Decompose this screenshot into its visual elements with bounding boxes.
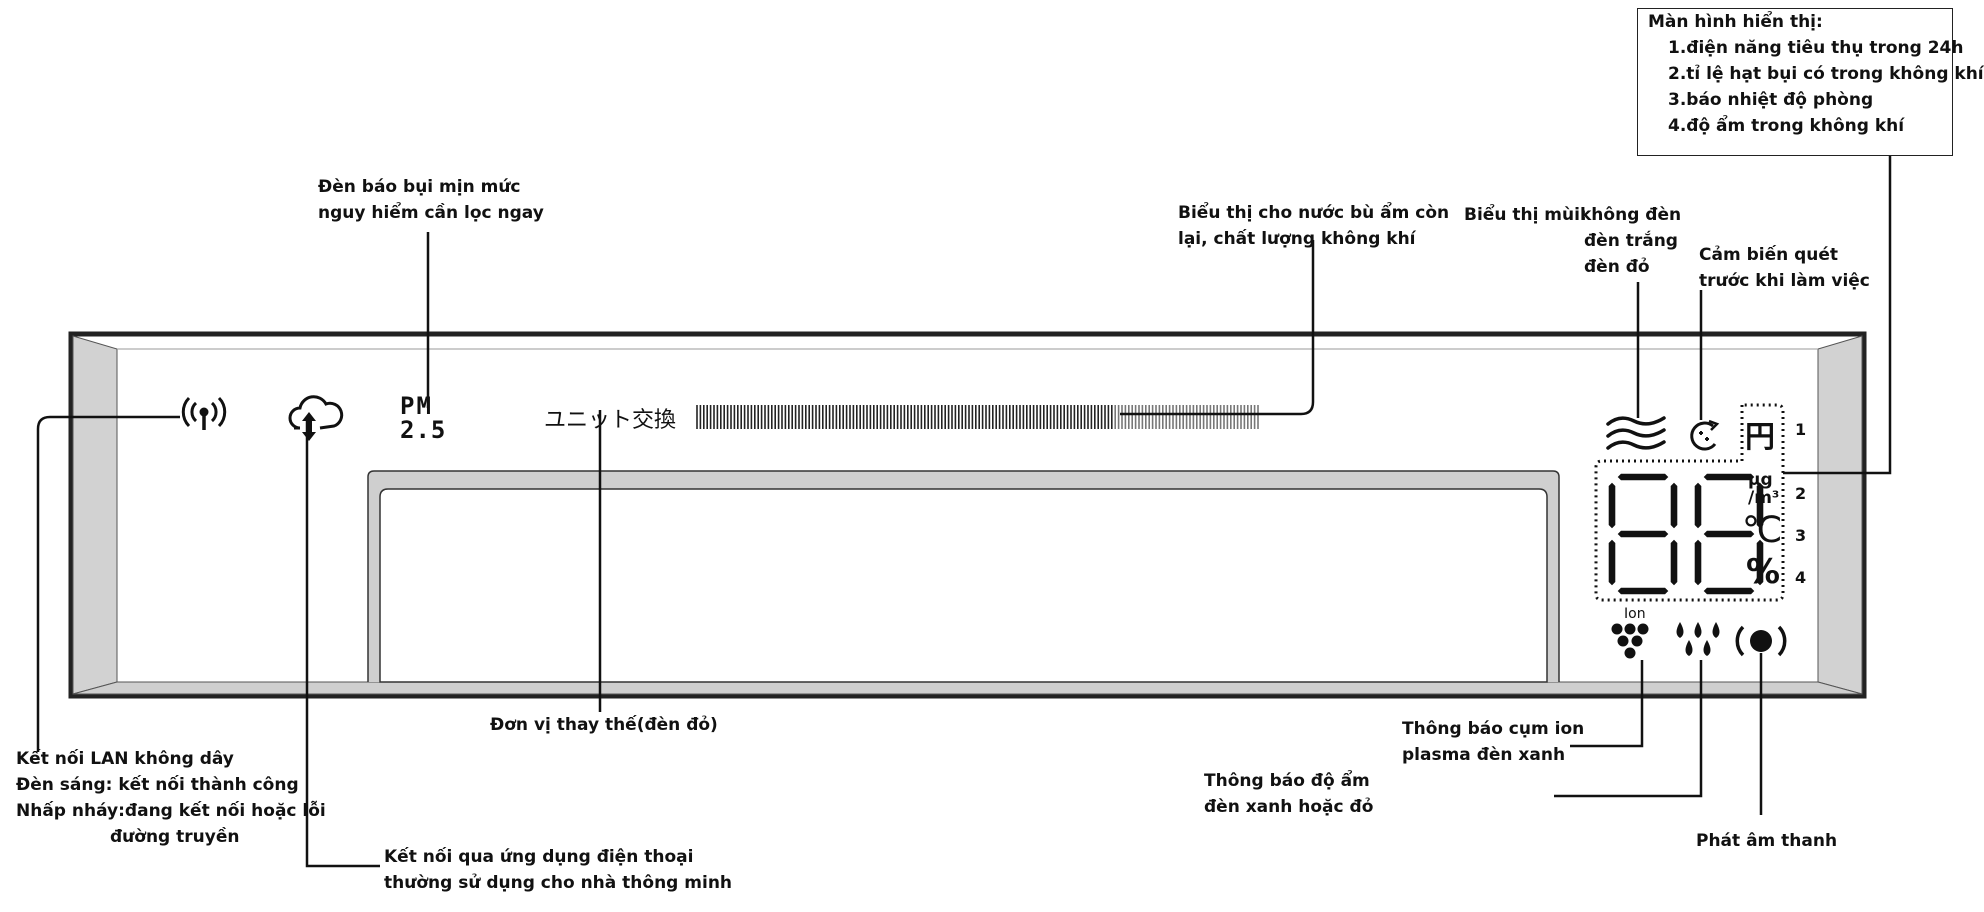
- digit-1-segment-g: [1616, 529, 1670, 539]
- callout-app-2: thường sử dụng cho nhà thông minh: [384, 873, 733, 893]
- digit-2-segment-e-highlight: [1692, 536, 1704, 589]
- callout-lan-2: Đèn sáng: kết nối thành công: [16, 775, 299, 795]
- callout-water-level-2: lại, chất lượng không khí: [1178, 229, 1416, 249]
- digit-1-segment-d: [1616, 586, 1670, 596]
- callout-app-1: Kết nối qua ứng dụng điện thoại: [384, 847, 694, 867]
- digit-1-segment-c-highlight: [1668, 536, 1680, 589]
- digit-1-segment-e: [1607, 538, 1617, 587]
- pm-bottom-label: 2.5: [400, 416, 447, 444]
- leader-display: [1783, 156, 1892, 475]
- callout-sensor-1: Cảm biến quét: [1699, 245, 1839, 265]
- ion-icon: [1611, 623, 1649, 659]
- callout-unit-replace: Đơn vị thay thế(đèn đỏ): [490, 715, 718, 735]
- digit-1-segment-b-highlight: [1668, 479, 1680, 532]
- unit-percent: %: [1746, 552, 1781, 592]
- digit-2-segment-f: [1693, 481, 1703, 530]
- digit-1-segment-c: [1669, 538, 1679, 587]
- yen-icon: 円: [1745, 420, 1775, 455]
- display-info-item-3: 3.báo nhiệt độ phòng: [1668, 90, 1874, 110]
- leader-level: [1120, 240, 1315, 416]
- leader-ion: [1570, 660, 1644, 748]
- row-number-2: 2: [1795, 484, 1807, 503]
- digit-2-segment-a: [1702, 472, 1756, 482]
- callout-ion-1: Thông báo cụm ion: [1402, 719, 1585, 739]
- unit-ug: μg: [1748, 470, 1773, 490]
- digit-1-segment-a: [1616, 472, 1670, 482]
- callout-odor-value-3: đèn đỏ: [1584, 257, 1650, 277]
- digit-1-segment-a-highlight: [1614, 471, 1672, 483]
- digit-2-segment-d: [1702, 586, 1756, 596]
- digit-2-segment-b-highlight: [1754, 479, 1766, 532]
- digit-1-segment-e-highlight: [1606, 536, 1618, 589]
- leader-lan: [36, 415, 180, 752]
- callout-lan-3: Nhấp nháy:đang kết nối hoặc lỗi: [16, 801, 326, 821]
- row-number-4: 4: [1795, 568, 1807, 587]
- unit-celsius: ℃: [1742, 510, 1783, 551]
- display-info-box: Màn hình hiển thị: 1.điện năng tiêu thụ …: [1637, 8, 1984, 156]
- callout-water-level-1: Biểu thị cho nước bù ẩm còn: [1178, 203, 1450, 223]
- digit-2-segment-c-highlight: [1754, 536, 1766, 589]
- leader-lines: [36, 156, 1892, 868]
- wifi-icon: [181, 396, 227, 430]
- callout-sensor-2: trước khi làm việc: [1699, 271, 1870, 291]
- digit-2-segment-g: [1702, 529, 1756, 539]
- callout-sound: Phát âm thanh: [1696, 831, 1838, 851]
- digit-1-segment-d-highlight: [1614, 585, 1672, 597]
- pm-top-label: PM: [400, 392, 433, 420]
- digit-1-segment-f: [1607, 481, 1617, 530]
- callout-humidity-2: đèn xanh hoặc đỏ: [1204, 797, 1374, 817]
- callout-lan-1: Kết nối LAN không dây: [16, 749, 234, 769]
- digit-2-segment-b: [1755, 481, 1765, 530]
- callout-odor-label: Biểu thị mùi:: [1464, 205, 1587, 225]
- digit-1-segment-b: [1669, 481, 1679, 530]
- seven-segment-digits: [1606, 471, 1766, 597]
- callout-odor-value-1: không đèn: [1580, 205, 1682, 225]
- sound-icon: [1735, 625, 1787, 657]
- leader-app: [305, 418, 380, 868]
- unit-replace-indicator: ユニット交換: [544, 408, 677, 433]
- unit-m3: /m³: [1748, 488, 1780, 508]
- callout-odor-value-2: đèn trắng: [1584, 231, 1678, 251]
- callout-ion-2: plasma đèn xanh: [1402, 745, 1566, 765]
- cloud-sync-icon: [288, 395, 344, 441]
- leader-humidity: [1554, 660, 1703, 798]
- water-level-bar: [696, 405, 1259, 429]
- inner-window: [367, 470, 1560, 683]
- digit-2-segment-c: [1755, 538, 1765, 587]
- digit-2-segment-a-highlight: [1700, 471, 1758, 483]
- ion-label: Ion: [1624, 606, 1646, 622]
- digit-2-segment-g-highlight: [1700, 528, 1758, 540]
- display-info-title: Màn hình hiển thị:: [1648, 12, 1823, 32]
- display-info-item-1: 1.điện năng tiêu thụ trong 24h: [1668, 38, 1964, 58]
- digit-2-segment-e: [1693, 538, 1703, 587]
- sensor-scan-icon: [1690, 419, 1720, 451]
- callout-humidity-1: Thông báo độ ẩm: [1204, 771, 1370, 791]
- digit-1-segment-f-highlight: [1606, 479, 1618, 532]
- odor-icon: [1606, 416, 1666, 450]
- display-info-item-2: 2.tỉ lệ hạt bụi có trong không khí: [1668, 64, 1984, 84]
- callout-lan-4: đường truyền: [110, 827, 240, 847]
- humidity-icon: [1676, 622, 1720, 656]
- row-number-1: 1: [1795, 420, 1807, 439]
- display-info-item-4: 4.độ ẩm trong không khí: [1668, 116, 1905, 136]
- callout-pm-warning-2: nguy hiểm cần lọc ngay: [318, 203, 544, 223]
- callout-pm-warning-1: Đèn báo bụi mịn mức: [318, 177, 521, 197]
- digit-2-segment-f-highlight: [1692, 479, 1704, 532]
- digit-1-segment-g-highlight: [1614, 528, 1672, 540]
- digit-2-segment-d-highlight: [1700, 585, 1758, 597]
- row-number-3: 3: [1795, 526, 1807, 545]
